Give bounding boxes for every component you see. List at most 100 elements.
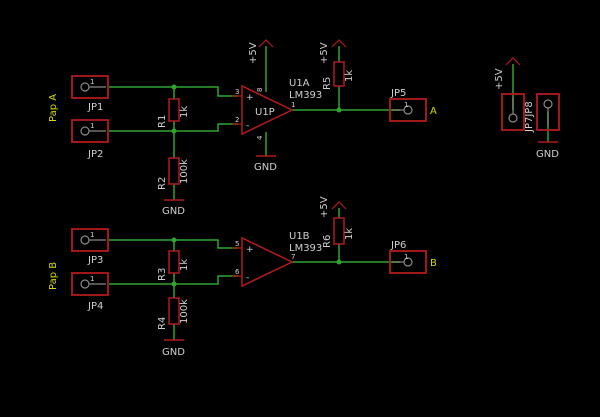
pad-jp1 [80, 82, 90, 92]
label-vcc-r6: +5V [319, 196, 330, 218]
vcc-arrow-r5 [331, 39, 347, 48]
gnd-labels: GND GND GND GND [162, 149, 559, 358]
u1a-pin8: 8 [256, 88, 264, 92]
u1b-pin7: 7 [291, 253, 295, 261]
resistor-r6 [333, 217, 345, 245]
vcc-arrow-r6 [331, 201, 347, 210]
pin1-jp4: 1 [90, 275, 94, 283]
u1b-minus: - [246, 273, 249, 283]
junction-r1-top [171, 84, 177, 90]
wire-jp1-u1a-in [108, 86, 238, 97]
label-u1b-part: LM393 [289, 243, 322, 254]
comparator-u1b [241, 236, 294, 288]
junction-r3-bottom [171, 281, 177, 287]
junction-out-a [336, 107, 342, 113]
junction-r1-bottom [171, 128, 177, 134]
net-label-pad-b: Pap B [48, 262, 59, 290]
label-gnd-r2: GND [162, 206, 185, 217]
resistor-r5 [333, 61, 345, 87]
net-label-out-b: B [430, 258, 437, 269]
pad-jp4 [80, 279, 90, 289]
value-r5: 1k [344, 70, 355, 82]
pin1-jp2: 1 [90, 122, 94, 130]
junctions [171, 84, 342, 287]
resistor-r4 [168, 297, 180, 325]
value-r4: 100k [179, 299, 190, 324]
value-r2: 100k [179, 159, 190, 184]
pad-jp2 [80, 126, 90, 136]
label-jp1: JP1 [87, 102, 103, 113]
comparator-pin-numbers: 8 4 3 2 1 5 6 7 [235, 88, 295, 276]
vcc-labels: +5V +5V +5V +5V [248, 42, 505, 218]
label-u1b: U1B [289, 231, 310, 242]
label-u1p: U1P [255, 107, 275, 118]
pin1-jp5: 1 [404, 101, 408, 109]
connector-jp4[interactable] [71, 272, 109, 296]
connector-jp3[interactable] [71, 228, 109, 252]
label-jp3: JP3 [87, 255, 103, 266]
comparator-labels: U1A LM393 U1P U1B LM393 [255, 78, 322, 254]
u1b-pin5: 5 [235, 240, 239, 248]
vcc-symbols [258, 39, 521, 210]
value-r6: 1k [344, 228, 355, 240]
connector-jp6[interactable] [389, 250, 427, 274]
label-gnd-u1: GND [254, 162, 277, 173]
resistor-r2 [168, 157, 180, 185]
comparator-polarity: + - + - [246, 93, 254, 283]
wire-jp4-u1b-in [108, 275, 238, 285]
resistor-r3 [168, 250, 180, 274]
comparator-pins [232, 95, 242, 277]
label-vcc-r5: +5V [319, 42, 330, 64]
connector-pin-numbers: 1 1 1 1 1 1 [90, 78, 408, 283]
label-r6: R6 [322, 235, 333, 248]
wire-jp2-u1a-in [108, 123, 238, 132]
u1b-plus: + [246, 245, 254, 255]
connector-jp8[interactable] [536, 93, 560, 131]
label-gnd-jp8: GND [536, 149, 559, 160]
pin1-jp3: 1 [90, 231, 94, 239]
resistor-labels: R1 1k R2 100k R3 1k R4 100k R5 1k R6 1k [157, 70, 355, 330]
u1a-plus: + [246, 93, 254, 103]
label-u1a: U1A [289, 78, 310, 89]
label-jp2: JP2 [87, 149, 103, 160]
label-jp7jp8: JP7JP8 [524, 101, 535, 133]
value-r1: 1k [179, 106, 190, 118]
net-label-out-a: A [430, 106, 437, 117]
net-label-pad-a: Pap A [48, 94, 59, 122]
pad-jp3 [80, 235, 90, 245]
label-jp6: JP6 [390, 240, 406, 251]
u1a-pin3: 3 [235, 88, 239, 96]
pin1-jp1: 1 [90, 78, 94, 86]
pad-jp8 [543, 99, 553, 109]
label-r1: R1 [157, 115, 168, 128]
connector-jp1[interactable] [71, 75, 109, 99]
comparator-u1a [241, 84, 294, 136]
u1a-pin2: 2 [235, 116, 239, 124]
pin1-jp6: 1 [404, 253, 408, 261]
junction-out-b [336, 259, 342, 265]
label-vcc-u1a: +5V [248, 42, 259, 64]
connector-jp7[interactable] [501, 93, 525, 131]
connector-jp2[interactable] [71, 119, 109, 143]
resistor-r1 [168, 98, 180, 122]
u1a-pin4: 4 [256, 135, 264, 140]
label-jp5: JP5 [390, 88, 406, 99]
u1b-pin6: 6 [235, 268, 240, 276]
label-u1a-part: LM393 [289, 90, 322, 101]
label-r2: R2 [157, 177, 168, 190]
connector-pads [80, 82, 553, 289]
connector-stubs [89, 86, 549, 285]
label-gnd-r4: GND [162, 347, 185, 358]
wire-jp3-u1b-in [108, 239, 238, 249]
label-r3: R3 [157, 268, 168, 281]
connector-names: JP1 JP2 JP3 JP4 JP5 JP6 JP7JP8 [87, 88, 535, 312]
label-vcc-jp7: +5V [494, 68, 505, 90]
comparators [241, 84, 294, 288]
vcc-arrow-u1a [258, 39, 274, 48]
vcc-arrow-jp7 [505, 57, 521, 66]
resistors [168, 61, 345, 325]
label-r4: R4 [157, 317, 168, 330]
connector-jp5[interactable] [389, 98, 427, 122]
value-r3: 1k [179, 259, 190, 271]
